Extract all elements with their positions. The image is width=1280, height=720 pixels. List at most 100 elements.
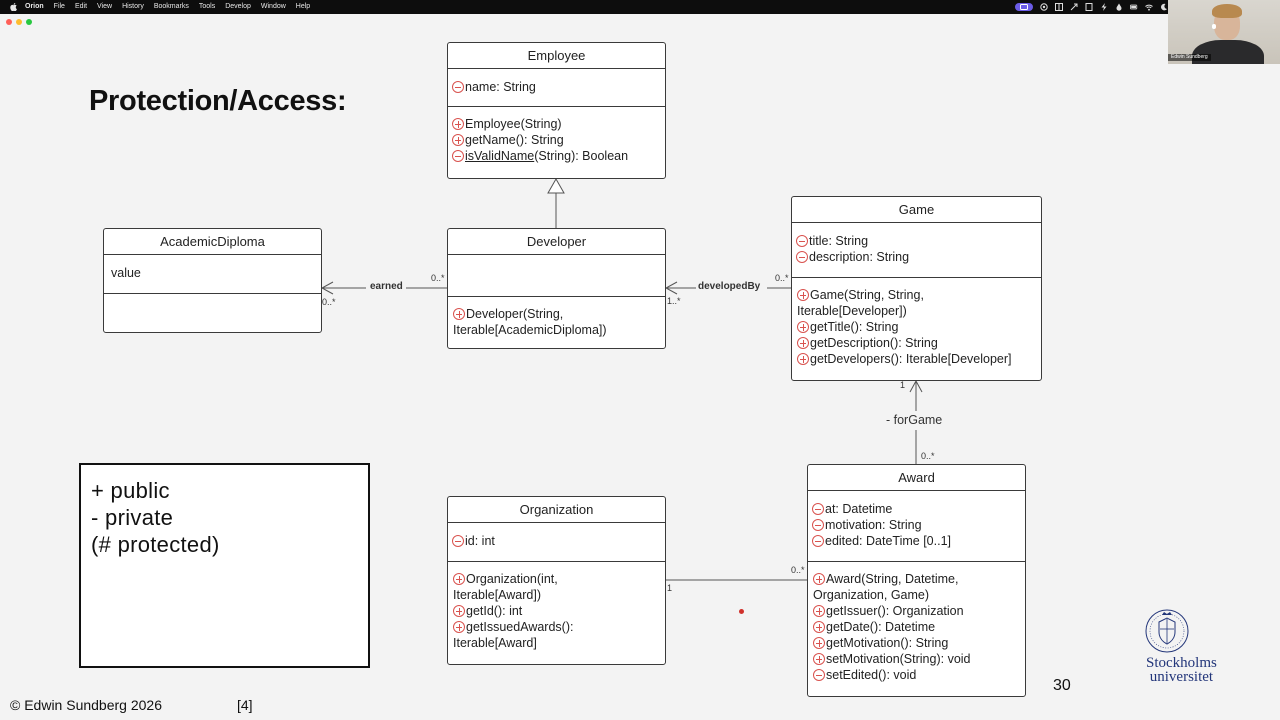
- class-game: Game title: String description: String G…: [791, 196, 1042, 381]
- university-name-line-1: Stockholms: [1146, 655, 1217, 671]
- method: Award(String, Datetime,: [813, 571, 1022, 587]
- method: setMotivation(String): void: [813, 651, 1022, 667]
- legend-private: - private: [91, 505, 174, 530]
- attribute: description: String: [796, 249, 1038, 265]
- slide-number: 30: [1053, 677, 1071, 694]
- class-developer: Developer Developer(String, Iterable[Aca…: [447, 228, 666, 349]
- multiplicity-for-game-game: 1: [900, 380, 906, 390]
- class-name: Developer: [448, 229, 665, 255]
- grid-icon[interactable]: [1055, 3, 1063, 11]
- menu-tools[interactable]: Tools: [198, 3, 216, 10]
- menu-view[interactable]: View: [97, 3, 113, 10]
- menu-file[interactable]: File: [53, 3, 65, 10]
- menu-window[interactable]: Window: [260, 3, 286, 10]
- presenter-hair: [1212, 4, 1242, 18]
- private-icon: [812, 535, 824, 547]
- drop-icon[interactable]: [1115, 3, 1123, 11]
- public-icon: [453, 605, 465, 617]
- attribute: at: Datetime: [812, 501, 1022, 517]
- apple-menu-icon[interactable]: [9, 3, 17, 11]
- minimize-window-icon[interactable]: [16, 19, 22, 25]
- expand-icon[interactable]: [1070, 3, 1078, 11]
- menu-develop[interactable]: Develop: [225, 3, 251, 10]
- private-icon: [812, 519, 824, 531]
- class-organization: Organization id: int Organization(int, I…: [447, 496, 666, 665]
- menu-help[interactable]: Help: [295, 3, 311, 10]
- reference-text: [4]: [237, 697, 253, 713]
- laser-pointer: [739, 609, 744, 614]
- class-name: Employee: [448, 43, 665, 69]
- class-name: Award: [808, 465, 1025, 491]
- close-window-icon[interactable]: [6, 19, 12, 25]
- for-game-arrowhead: [909, 379, 923, 393]
- webcam-name-label: Edwin Sundberg: [1168, 54, 1211, 61]
- relation-label-developed-by: developedBy: [698, 281, 761, 292]
- methods-compartment: Award(String, Datetime, Organization, Ga…: [808, 562, 1025, 683]
- legend-protected: (# protected): [91, 532, 220, 557]
- multiplicity-issued-award: 0..*: [791, 565, 805, 575]
- university-logo: Stockholms universitet: [1140, 606, 1240, 688]
- class-award: Award at: Datetime motivation: String ed…: [807, 464, 1026, 697]
- method-continuation: Iterable[AcademicDiploma]): [453, 323, 607, 337]
- public-icon: [453, 308, 465, 320]
- method: getDescription(): String: [797, 335, 1038, 351]
- screen-share-icon[interactable]: [1015, 3, 1033, 11]
- attributes-compartment: value: [104, 255, 321, 294]
- private-icon: [796, 251, 808, 263]
- method: getDevelopers(): Iterable[Developer]: [797, 351, 1038, 367]
- class-name: Game: [792, 197, 1041, 223]
- document-icon[interactable]: [1085, 3, 1093, 11]
- class-name: Organization: [448, 497, 665, 523]
- status-icons: [1015, 2, 1168, 12]
- public-icon: [813, 605, 825, 617]
- multiplicity-issued-organization: 1: [667, 583, 673, 593]
- attribute: name: String: [452, 79, 662, 95]
- target-icon[interactable]: [1040, 3, 1048, 11]
- method: getId(): int: [453, 603, 662, 619]
- menu-bookmarks[interactable]: Bookmarks: [153, 3, 189, 10]
- menu-bar: Orion File Edit View History Bookmarks T…: [0, 0, 1280, 14]
- method: getTitle(): String: [797, 319, 1038, 335]
- public-icon: [797, 289, 809, 301]
- public-icon: [797, 353, 809, 365]
- methods-compartment: Developer(String, Iterable[AcademicDiplo…: [448, 297, 665, 338]
- class-employee: Employee name: String Employee(String) g…: [447, 42, 666, 179]
- attribute: title: String: [796, 233, 1038, 249]
- attributes-compartment: at: Datetime motivation: String edited: …: [808, 491, 1025, 562]
- menu-edit[interactable]: Edit: [74, 3, 88, 10]
- menu-history[interactable]: History: [122, 3, 144, 10]
- battery-icon[interactable]: [1130, 3, 1138, 11]
- relation-label-earned: earned: [370, 281, 403, 292]
- public-icon: [813, 637, 825, 649]
- university-name-line-2: universitet: [1149, 669, 1214, 685]
- public-icon: [797, 337, 809, 349]
- public-icon: [813, 621, 825, 633]
- legend-public: + public: [91, 478, 170, 503]
- bolt-icon[interactable]: [1100, 3, 1108, 11]
- method: getDate(): Datetime: [813, 619, 1022, 635]
- attributes-compartment: name: String: [448, 69, 665, 107]
- menu-app-name[interactable]: Orion: [25, 3, 44, 10]
- attribute: edited: DateTime [0..1]: [812, 533, 1022, 549]
- copyright-text: © Edwin Sundberg 2026: [10, 697, 162, 713]
- method: getName(): String: [452, 132, 662, 148]
- method: getMotivation(): String: [813, 635, 1022, 651]
- wifi-icon[interactable]: [1145, 3, 1153, 11]
- slide-title: Protection/Access:: [89, 85, 347, 117]
- private-icon: [452, 150, 464, 162]
- attributes-compartment: id: int: [448, 523, 665, 562]
- method: Developer(String,: [453, 306, 662, 322]
- relation-label-for-game: - forGame: [886, 413, 943, 427]
- private-icon: [452, 81, 464, 93]
- public-icon: [452, 118, 464, 130]
- method: setEdited(): void: [813, 667, 1022, 683]
- method: Organization(int,: [453, 571, 662, 587]
- class-name: AcademicDiploma: [104, 229, 321, 255]
- zoom-window-icon[interactable]: [26, 19, 32, 25]
- multiplicity-developed-by-game: 0..*: [775, 273, 789, 283]
- private-icon: [812, 503, 824, 515]
- method-continuation: Iterable[Award]: [453, 636, 537, 650]
- window-controls: [6, 19, 32, 25]
- moon-icon[interactable]: [1160, 3, 1168, 11]
